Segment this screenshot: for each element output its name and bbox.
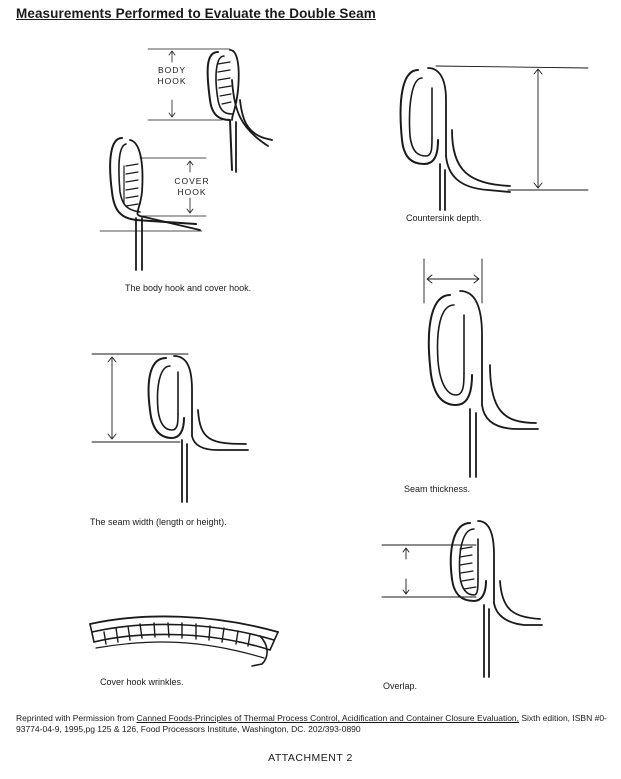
seam-width-caption: The seam width (length or height). [90,517,227,527]
cover-hook-label: COVER HOOK [174,176,210,197]
attachment-label: ATTACHMENT 2 [268,752,353,764]
hooks-caption: The body hook and cover hook. [125,283,252,293]
credit-text: Reprinted with Permission from Canned Fo… [16,713,607,734]
page-title: Measurements Performed to Evaluate the D… [16,6,376,21]
seam-thickness-caption: Seam thickness. [404,484,471,494]
cover-hook-wrinkles-diagram [89,615,279,667]
overlap-diagram [381,520,543,678]
overlap-caption: Overlap. [383,681,418,691]
body-hook-label: BODY HOOK [157,65,187,86]
body-hook-diagram [147,48,273,173]
seam-thickness-diagram [423,258,539,478]
book-title: Canned Foods-Principles of Thermal Proce… [136,713,520,723]
cover-hook-diagram [99,137,207,271]
wrinkles-caption: Cover hook wrinkles. [100,677,184,687]
seam-width-diagram [91,353,249,503]
countersink-caption: Countersink depth. [406,213,482,223]
countersink-depth-diagram [399,65,589,211]
